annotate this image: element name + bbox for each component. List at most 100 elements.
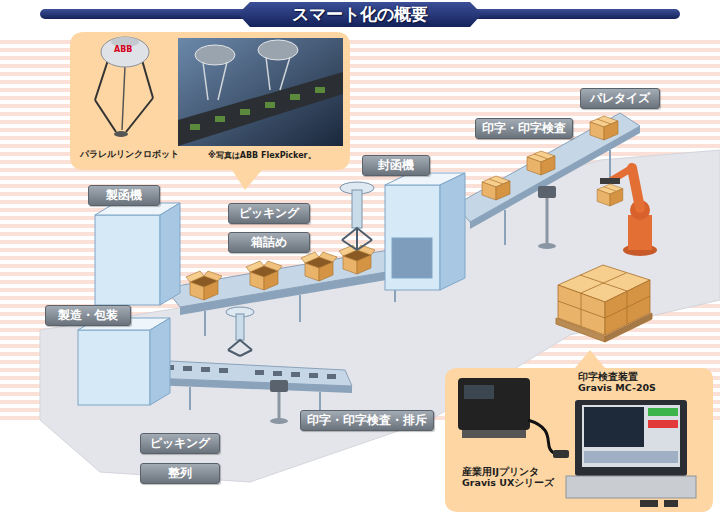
process-tag: 印字・印字検査・排斥 bbox=[300, 410, 434, 431]
title-banner bbox=[40, 2, 680, 27]
callout-bubble: 印字検査装置 Gravis MC-20S産業用IJプリンタ Gravis UXシ… bbox=[445, 368, 713, 512]
pallet-stack bbox=[605, 280, 650, 335]
robot-picture bbox=[126, 98, 153, 132]
printer-stand bbox=[270, 380, 288, 392]
inspection-monitor bbox=[584, 407, 644, 447]
inkjet-printer bbox=[458, 378, 530, 430]
tag-text: 製函機 bbox=[95, 188, 153, 203]
delta-robot bbox=[342, 240, 357, 250]
photo bbox=[266, 57, 270, 90]
inspection-monitor bbox=[582, 405, 680, 467]
tag-text: ピッキング bbox=[147, 436, 213, 451]
tag-text: 整列 bbox=[147, 466, 213, 481]
inkjet-printer bbox=[458, 378, 569, 458]
machine bbox=[78, 173, 465, 405]
printer-stand bbox=[546, 198, 549, 245]
inspection-monitor bbox=[584, 451, 678, 463]
process-tag: 整列 bbox=[140, 463, 220, 484]
factory-floor bbox=[40, 150, 720, 482]
process-tag: パレタイズ bbox=[580, 88, 660, 109]
delta-robot bbox=[357, 240, 372, 250]
robot-picture bbox=[114, 131, 128, 137]
process-tag: ピッキング bbox=[228, 203, 310, 224]
factory-floor bbox=[40, 150, 720, 482]
callout-bubble bbox=[445, 350, 713, 512]
photo bbox=[218, 62, 227, 100]
product-item bbox=[273, 371, 282, 376]
inkjet-printer bbox=[464, 385, 494, 399]
delta-robot bbox=[228, 340, 252, 350]
tag-text: パレタイズ bbox=[587, 91, 653, 106]
process-tag: 封函機 bbox=[362, 155, 430, 176]
callout-bubble bbox=[70, 32, 713, 512]
tag-text: 印字・印字検査 bbox=[482, 121, 566, 136]
palletizing-robot bbox=[597, 184, 623, 206]
product-item bbox=[327, 374, 336, 379]
robot-picture bbox=[142, 60, 153, 98]
machine bbox=[95, 215, 160, 305]
delta-robot bbox=[228, 350, 240, 356]
delta-robot bbox=[240, 350, 252, 356]
pallet-stack bbox=[558, 301, 605, 318]
conveyor bbox=[470, 126, 640, 229]
inspection-monitor bbox=[566, 476, 696, 498]
palletizing-robot bbox=[628, 215, 652, 250]
process-tag: 製函機 bbox=[88, 185, 160, 206]
cardboard-box bbox=[301, 252, 337, 281]
conveyor bbox=[150, 378, 352, 393]
title-banner bbox=[238, 2, 482, 27]
cardboard-box bbox=[482, 176, 510, 200]
conveyor bbox=[504, 210, 506, 245]
photo bbox=[178, 38, 343, 146]
robot-picture bbox=[95, 100, 116, 132]
pallet-stack bbox=[556, 265, 652, 342]
printer-stand bbox=[538, 186, 556, 198]
conveyor bbox=[204, 311, 206, 336]
product-item bbox=[219, 368, 228, 373]
delta-robot bbox=[226, 182, 374, 356]
inkjet-printer bbox=[553, 450, 569, 458]
inkjet-printer bbox=[462, 430, 526, 438]
cardboard-box bbox=[186, 271, 222, 300]
product-item bbox=[183, 366, 192, 371]
logo-text: ABB bbox=[114, 45, 132, 54]
robot-picture bbox=[122, 66, 125, 130]
inspection-monitor bbox=[648, 408, 678, 416]
inspection-monitor bbox=[648, 420, 678, 428]
process-tag: 製造・包装 bbox=[45, 305, 131, 326]
tag-text: 封函機 bbox=[369, 158, 423, 173]
photo bbox=[190, 87, 325, 130]
callout-bubble: パラレルリンクロボット※写真はABB FlexPicker。 bbox=[70, 32, 350, 170]
tag-text: 印字・印字検査・排斥 bbox=[307, 413, 427, 428]
delta-robot bbox=[236, 314, 244, 340]
palletizing-robot bbox=[632, 168, 640, 208]
machine bbox=[385, 185, 440, 290]
palletizing-robot bbox=[597, 168, 657, 256]
photo bbox=[178, 38, 343, 146]
photo bbox=[265, 102, 275, 108]
photo bbox=[190, 124, 200, 130]
cardboard-box bbox=[246, 261, 282, 290]
product-item bbox=[165, 365, 336, 379]
photo bbox=[315, 87, 325, 93]
callout-bubble bbox=[70, 32, 350, 190]
printer-stand bbox=[278, 392, 281, 420]
robot-picture bbox=[95, 37, 153, 137]
printer-stand bbox=[538, 243, 556, 249]
photo bbox=[280, 57, 290, 90]
inspection-monitor bbox=[575, 400, 687, 476]
machine bbox=[440, 173, 465, 290]
robot-picture bbox=[95, 60, 108, 100]
photo bbox=[240, 109, 250, 115]
tag-text: 箱詰め bbox=[235, 235, 303, 250]
photo bbox=[290, 94, 300, 100]
caption-text: パラレルリンクロボット bbox=[80, 149, 195, 160]
inkjet-printer bbox=[528, 420, 556, 454]
photo bbox=[178, 72, 343, 146]
photo bbox=[203, 57, 290, 100]
process-tag: 箱詰め bbox=[228, 232, 310, 253]
pallet-stack bbox=[581, 273, 626, 293]
machine bbox=[150, 318, 170, 405]
process-tag: 印字・印字検査 bbox=[475, 118, 573, 139]
